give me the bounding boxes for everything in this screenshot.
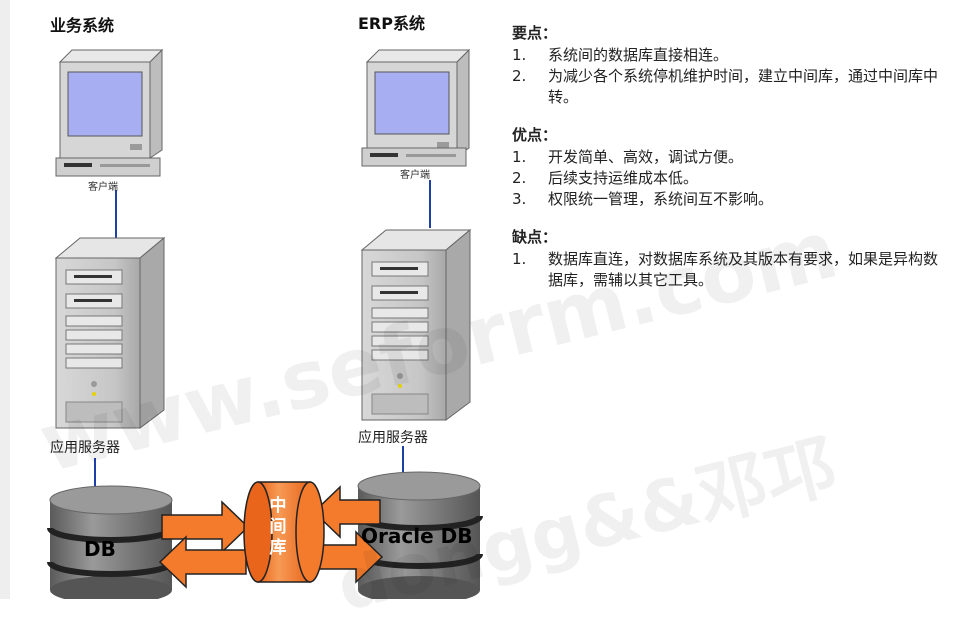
erp-app-server-icon [362,230,470,420]
disadvantages-heading: 缺点： [512,226,952,247]
list-item: 3.权限统一管理，系统间互不影响。 [512,189,952,210]
advantages-heading: 优点： [512,124,952,145]
notes-panel: 要点： 1.系统间的数据库直接相连。 2.为减少各个系统停机维护时间，建立中间库… [512,22,952,307]
list-item: 2.为减少各个系统停机维护时间，建立中间库，通过中间库中转。 [512,66,952,108]
business-db-label: DB [84,537,116,561]
business-client-label: 客户端 [88,178,118,193]
disadvantages-list: 1.数据库直连，对数据库系统及其版本有要求，如果是异构数据库，需辅以其它工具。 [512,249,952,291]
list-item: 2.后续支持运维成本低。 [512,168,952,189]
erp-server-label: 应用服务器 [358,427,428,447]
architecture-diagram [0,0,500,599]
advantages-list: 1.开发简单、高效，调试方便。 2.后续支持运维成本低。 3.权限统一管理，系统… [512,147,952,210]
business-app-server-icon [56,238,164,428]
business-client-computer-icon [56,50,162,176]
erp-client-computer-icon [362,50,469,166]
list-item: 1.系统间的数据库直接相连。 [512,45,952,66]
key-points-heading: 要点： [512,22,952,43]
arrow-middle-to-db-icon [160,537,246,587]
middle-db-label: 中间库 [266,496,290,559]
list-item: 1.数据库直连，对数据库系统及其版本有要求，如果是异构数据库，需辅以其它工具。 [512,249,952,291]
list-item: 1.开发简单、高效，调试方便。 [512,147,952,168]
business-server-label: 应用服务器 [50,437,120,457]
oracle-db-label: Oracle DB [361,524,472,548]
erp-client-label: 客户端 [400,166,430,181]
key-points-list: 1.系统间的数据库直接相连。 2.为减少各个系统停机维护时间，建立中间库，通过中… [512,45,952,108]
arrow-db-to-middle-icon [162,502,248,552]
